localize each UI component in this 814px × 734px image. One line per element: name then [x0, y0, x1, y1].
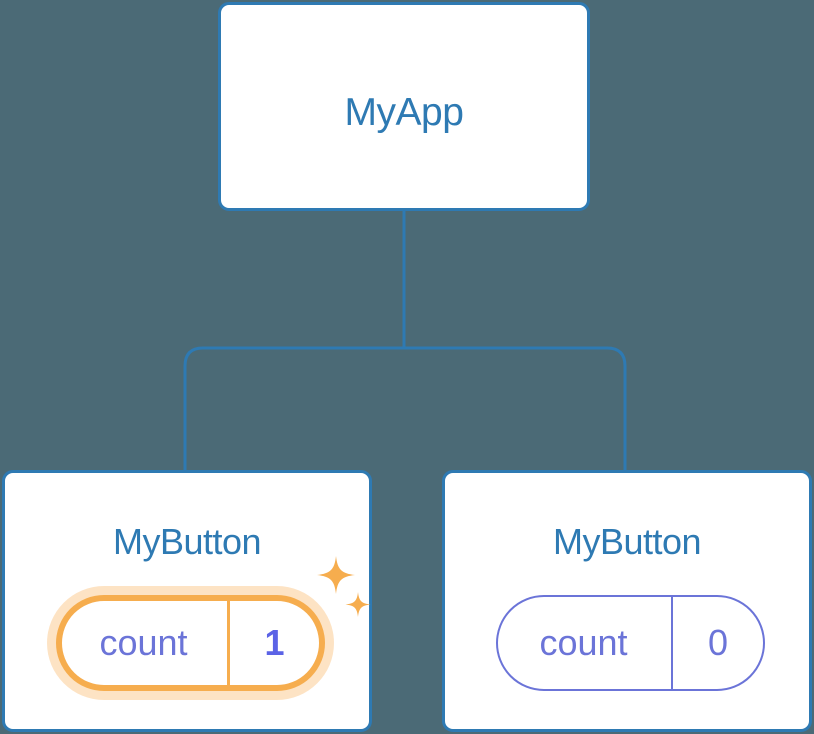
node-title-mybutton-left: MyButton: [112, 521, 262, 562]
node-myapp[interactable]: MyApp: [218, 2, 590, 211]
state-value-right: 0: [671, 597, 763, 689]
node-title-mybutton-right: MyButton: [552, 521, 702, 562]
state-key-label-right: count: [539, 622, 628, 663]
node-mybutton-highlighted[interactable]: MyButton count 1: [2, 470, 372, 732]
edge-branch-bus: [183, 346, 627, 470]
node-title-myapp: MyApp: [344, 91, 464, 134]
node-mybutton-plain[interactable]: MyButton count 0: [442, 470, 812, 732]
state-value-left: 1: [227, 601, 319, 685]
state-pill-count-right[interactable]: count 0: [496, 595, 765, 691]
state-pill-count-left[interactable]: count 1: [56, 595, 325, 691]
state-key-label-left: count: [99, 622, 188, 663]
